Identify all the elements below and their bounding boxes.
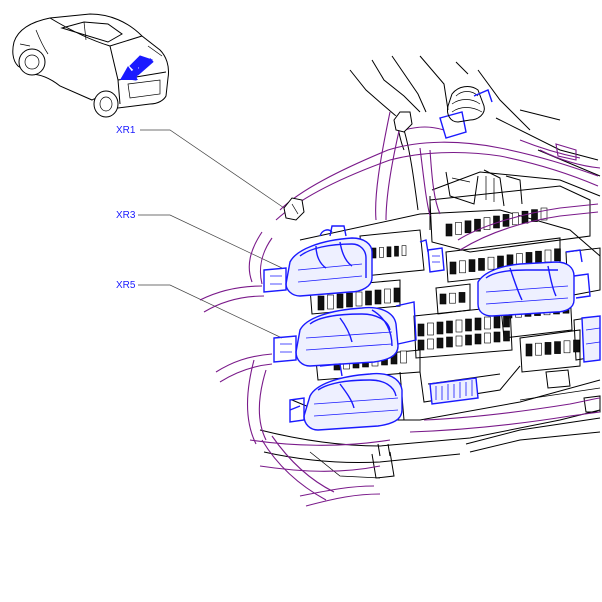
fuse (483, 217, 491, 230)
label-xr5: XR5 (116, 280, 283, 339)
fuse (436, 321, 444, 335)
svg-text:XR5: XR5 (116, 280, 136, 291)
fuse (446, 336, 453, 348)
fuse (512, 212, 519, 226)
fuse (573, 339, 580, 353)
fuse (544, 342, 552, 355)
wiring-harness (199, 111, 601, 507)
fuse (327, 294, 334, 310)
fuse (455, 335, 463, 347)
fuse (459, 260, 466, 274)
fuse (365, 290, 372, 306)
fuse (386, 246, 392, 258)
fuse (531, 209, 538, 222)
fuse (474, 317, 482, 331)
fuse (417, 339, 425, 351)
fuse (455, 222, 462, 235)
fuse (355, 291, 363, 307)
fuse (493, 331, 501, 343)
vehicle-structure (259, 55, 601, 479)
fuse (464, 220, 472, 234)
fuse (563, 340, 571, 354)
fuse (465, 318, 472, 332)
connector-bottom-strip (429, 377, 479, 405)
fuse (535, 342, 542, 356)
fuse (401, 245, 407, 256)
fuse (394, 245, 399, 257)
fuse (554, 341, 561, 354)
fuse (446, 320, 453, 334)
fuse (497, 255, 504, 269)
fuse (449, 292, 456, 304)
fuse (525, 343, 533, 357)
connector-xr3 (273, 301, 417, 367)
grommet-top (439, 86, 493, 139)
fuse (458, 292, 466, 303)
fuse (400, 350, 407, 364)
fuse (540, 207, 548, 221)
fuse (474, 218, 481, 232)
clip-top-left (283, 111, 413, 221)
fuse (439, 293, 447, 305)
svg-text:XR3: XR3 (116, 210, 136, 221)
fuse (427, 338, 434, 350)
fuse (346, 292, 353, 308)
connector-xr5 (289, 363, 403, 431)
fuse (427, 322, 434, 336)
connector-far-right (581, 315, 601, 363)
fuse (384, 288, 391, 304)
fuse (436, 337, 444, 349)
fuse (493, 315, 501, 329)
fuse (317, 295, 325, 311)
fuse (525, 252, 533, 265)
fuse (379, 247, 384, 258)
fuse (455, 319, 463, 333)
label-xr1: XR1 (116, 125, 291, 213)
fuse (487, 256, 495, 270)
fuse (417, 323, 425, 337)
fuse (503, 330, 510, 342)
connector-right (477, 249, 591, 317)
fuse (521, 210, 529, 224)
fuse (535, 250, 542, 264)
fuse (484, 316, 491, 330)
fuse (544, 249, 552, 263)
connector-xr1 (263, 225, 373, 297)
fuse (393, 287, 401, 303)
fuse (449, 261, 457, 275)
fuse (554, 248, 561, 262)
fuse (478, 258, 485, 271)
connector-small-center (419, 239, 445, 273)
fuse (484, 332, 491, 344)
fuse (445, 223, 453, 237)
fuse (468, 259, 476, 272)
location-arrow-icon (120, 55, 154, 81)
fuse (374, 289, 382, 305)
fuse (474, 333, 482, 345)
svg-text:XR1: XR1 (116, 125, 136, 136)
label-xr3: XR3 (116, 210, 283, 269)
fuse (465, 334, 472, 346)
fuse (336, 293, 344, 309)
